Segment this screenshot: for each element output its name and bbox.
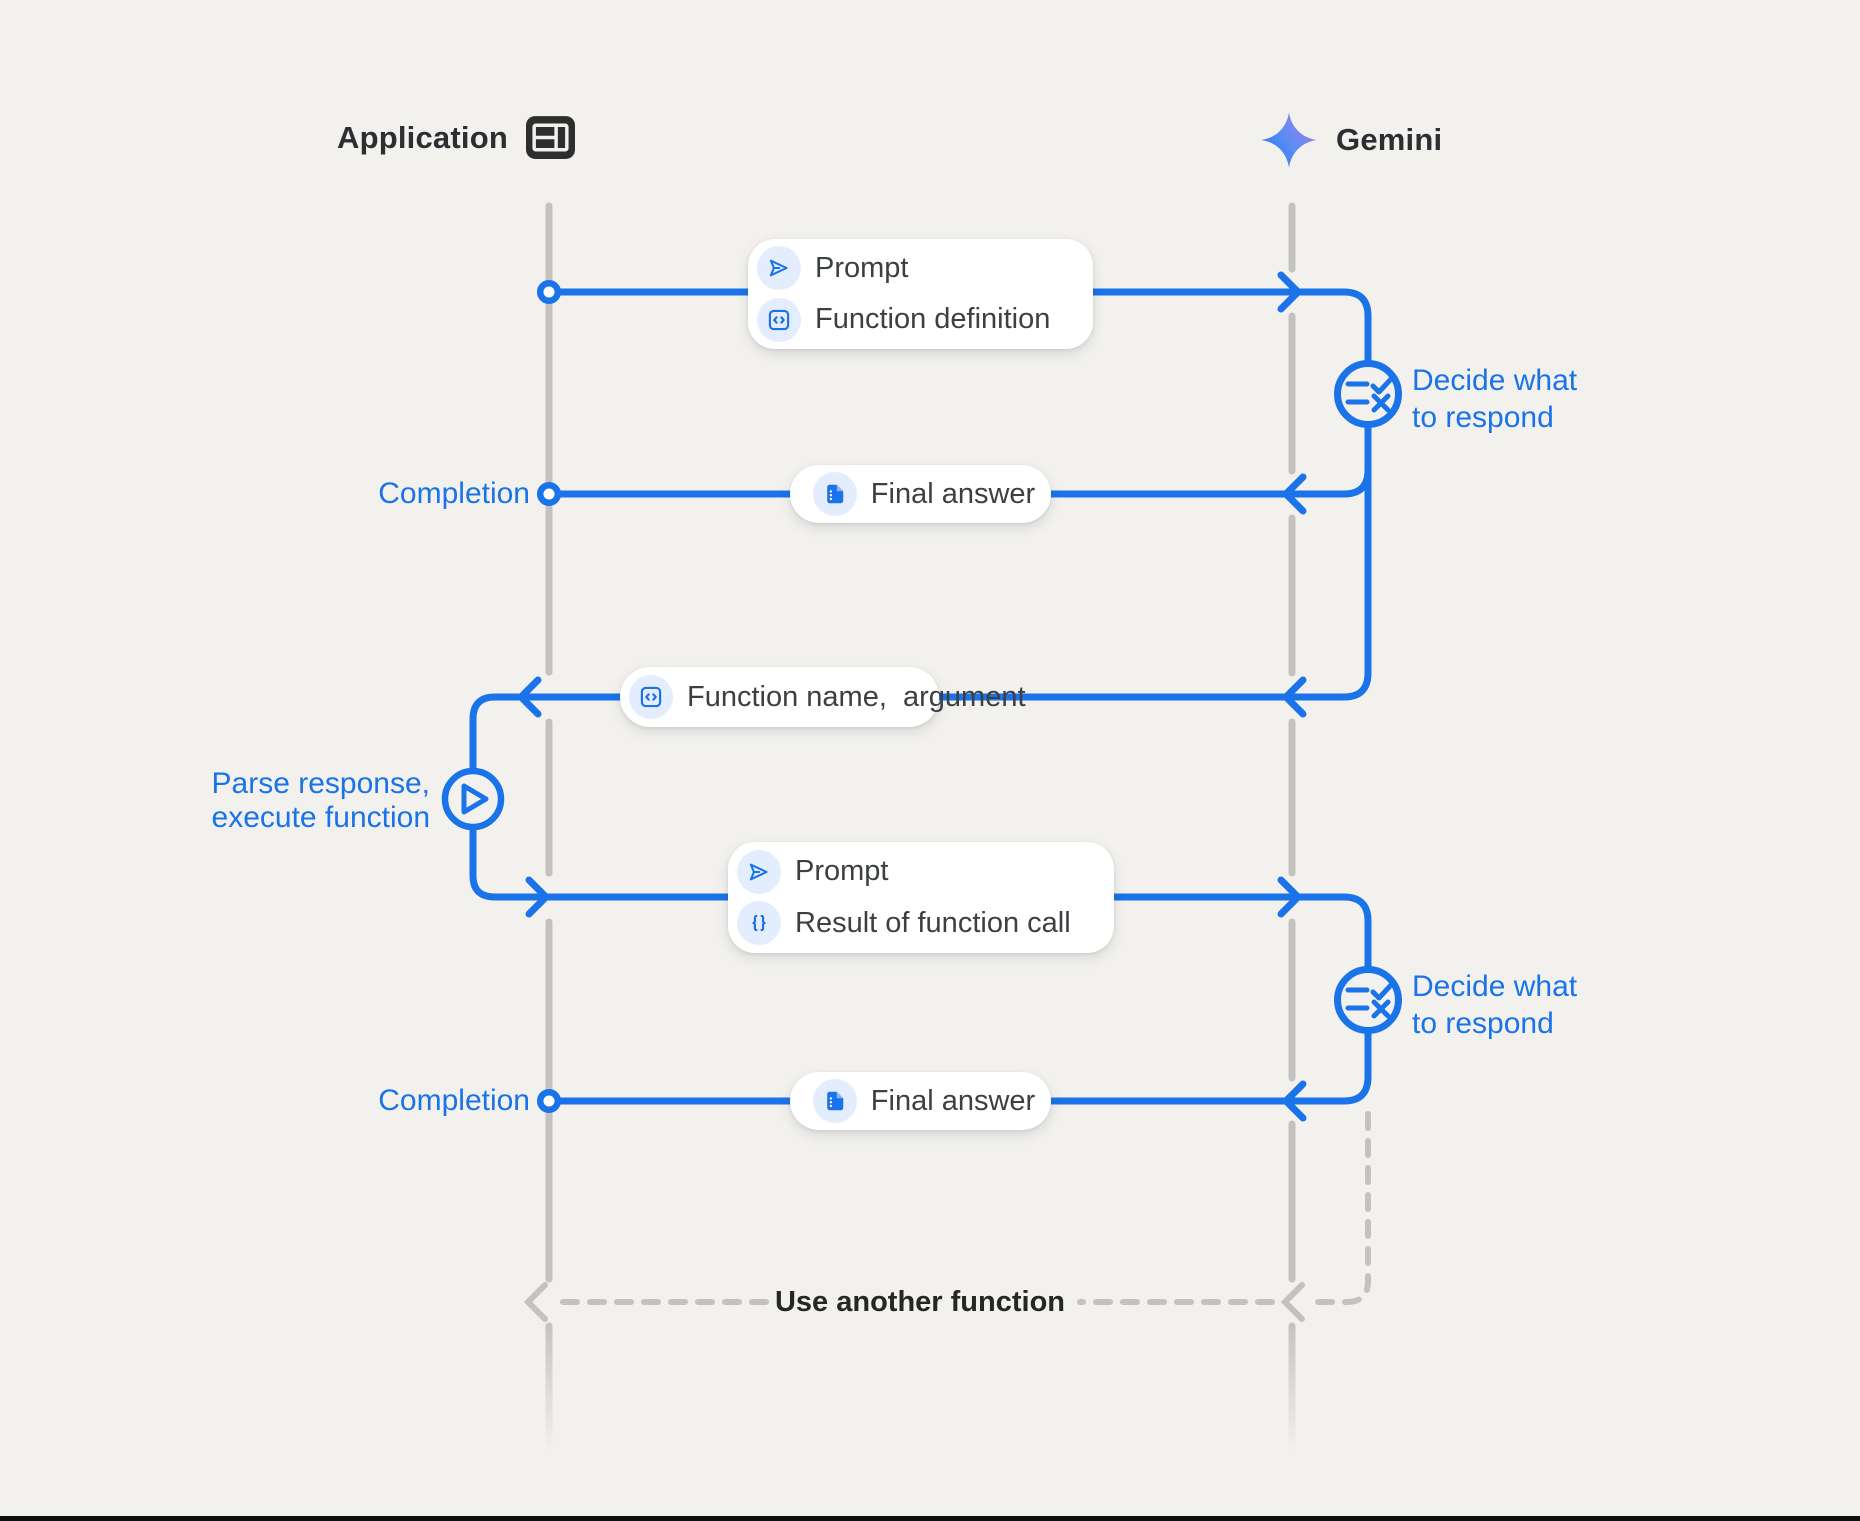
app-window-icon xyxy=(525,116,575,159)
arrow-function-from-gemini xyxy=(1282,676,1307,718)
card-row: Final answer xyxy=(812,472,1036,516)
parse-label-line: execute function xyxy=(211,801,430,834)
card-label: Final answer xyxy=(870,477,1036,510)
code-icon xyxy=(757,297,801,342)
execute-node xyxy=(441,767,505,831)
use-another-function-label: Use another function xyxy=(774,1286,1065,1318)
loop-dashed-line xyxy=(557,1111,1371,1305)
decide-label-2: Decide what to respond xyxy=(1412,968,1577,1042)
origin-ring-completion2 xyxy=(536,1088,562,1114)
actor-gemini: Gemini xyxy=(1260,111,1442,169)
card-label: Prompt xyxy=(795,855,889,888)
arrow-prompt2-to-gemini xyxy=(1277,876,1302,918)
card-label: Final answer xyxy=(870,1084,1036,1117)
card-label: Prompt xyxy=(815,251,909,284)
rule-icon xyxy=(1345,376,1394,413)
flow-final-answer1-branch xyxy=(545,466,1372,498)
parse-label-line: Parse response, xyxy=(211,767,430,800)
card-label: Function name, argument xyxy=(687,680,1026,713)
card-prompt-function-definition: Prompt Function definition xyxy=(748,239,1093,349)
card-row: Function name, argument xyxy=(629,675,1026,719)
document-icon xyxy=(812,472,857,516)
decide-label-1: Decide what to respond xyxy=(1412,362,1577,436)
card-row: Prompt xyxy=(737,849,1114,894)
decide-label-line: to respond xyxy=(1412,401,1554,434)
gemini-sparkle-icon xyxy=(1261,112,1317,168)
application-title: Application xyxy=(337,119,508,155)
code-icon xyxy=(629,675,673,719)
card-row: Prompt xyxy=(757,246,1093,291)
completion-label-2: Completion xyxy=(378,1084,530,1117)
card-label: Function definition xyxy=(815,303,1051,336)
card-row: Final answer xyxy=(812,1079,1036,1123)
decide-label-line: to respond xyxy=(1412,1007,1554,1040)
arrow-prompt2-from-application xyxy=(525,876,550,918)
arrow-final2-to-application xyxy=(1282,1080,1307,1122)
origin-ring-prompt1 xyxy=(536,279,562,305)
decide-label-line: Decide what xyxy=(1412,970,1578,1003)
play-icon xyxy=(461,783,489,815)
document-icon xyxy=(812,1079,857,1123)
card-final-answer-1: Final answer xyxy=(790,465,1051,523)
decide-node-2 xyxy=(1334,966,1402,1034)
send-icon xyxy=(737,849,781,894)
arrow-function-to-application xyxy=(517,676,542,718)
card-prompt-result: Prompt Result of function call xyxy=(728,842,1114,953)
origin-ring-completion1 xyxy=(536,481,562,507)
card-final-answer-2: Final answer xyxy=(790,1072,1051,1130)
arrow-prompt1-to-gemini xyxy=(1277,271,1302,313)
parse-execute-label: Parse response, execute function xyxy=(160,767,430,835)
gemini-title: Gemini xyxy=(1336,122,1443,157)
braces-icon xyxy=(737,901,781,946)
decide-node-1 xyxy=(1334,360,1402,428)
card-row: Function definition xyxy=(757,297,1093,342)
rule-icon xyxy=(1345,982,1394,1019)
actor-application: Application xyxy=(337,116,575,159)
decide-label-line: Decide what xyxy=(1412,364,1578,397)
loop-arrowhead-gemini xyxy=(1280,1282,1305,1322)
completion-label-1: Completion xyxy=(378,477,530,510)
card-label: Result of function call xyxy=(795,906,1071,939)
bottom-border xyxy=(0,1516,1860,1521)
loop-arrowhead-application xyxy=(523,1282,548,1322)
send-icon xyxy=(757,246,801,291)
card-function-name-argument: Function name, argument xyxy=(620,667,1026,727)
card-row: Result of function call xyxy=(737,901,1114,946)
arrow-final1-to-application xyxy=(1282,473,1307,515)
